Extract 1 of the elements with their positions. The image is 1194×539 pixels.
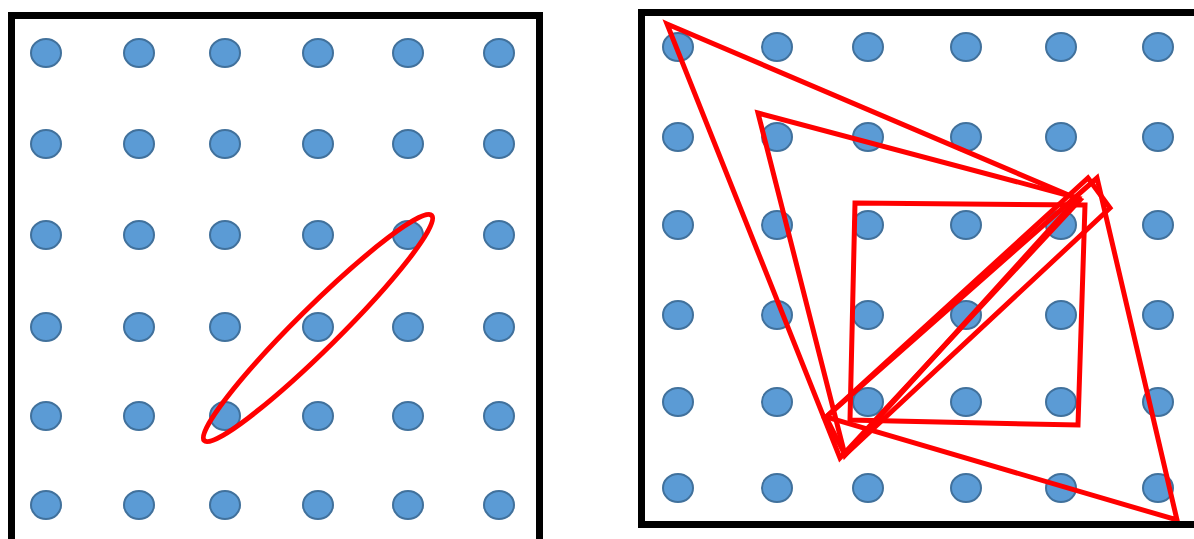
panel-frame	[8, 12, 543, 539]
